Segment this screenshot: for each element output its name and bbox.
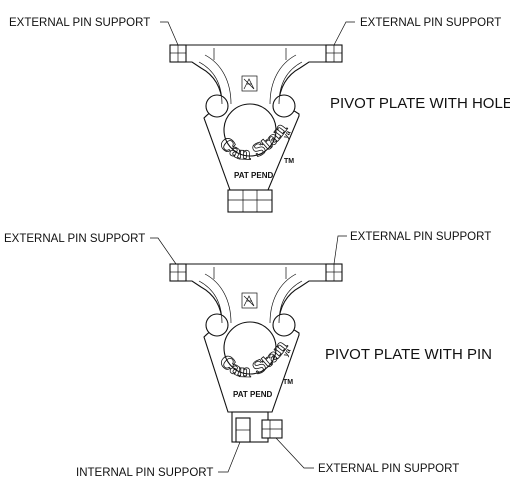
bottom-internal-callout-label: INTERNAL PIN SUPPORT [76, 467, 213, 479]
top-bottom-tab [227, 189, 273, 213]
bottom-left-lobe [205, 313, 229, 337]
top-left-lobe [205, 94, 229, 118]
bottom-left-leader-line [150, 237, 177, 265]
bottom-right-leader-line [333, 235, 347, 265]
top-right-callout-label: EXTERNAL PIN SUPPORT [360, 17, 501, 29]
top-trademark: TM [284, 158, 294, 165]
top-left-callout-label: EXTERNAL PIN SUPPORT [9, 17, 150, 29]
top-right-leader-line [333, 21, 355, 46]
bottom-logo-mark-icon [241, 292, 258, 309]
top-left-leader-line [160, 21, 179, 46]
bottom-external-lower-callout-label: EXTERNAL PIN SUPPORT [318, 463, 459, 475]
top-logo-mark-icon [241, 75, 258, 92]
top-center-hole [223, 103, 277, 157]
bottom-brand-suffix: ya [283, 348, 293, 358]
bottom-left-callout-label: EXTERNAL PIN SUPPORT [4, 233, 145, 245]
top-patent-text: PAT PEND [234, 171, 273, 180]
bottom-center-hole [223, 321, 277, 375]
bottom-trademark: TM [283, 379, 293, 386]
bottom-right-lobe [272, 313, 296, 337]
bottom-right-callout-label: EXTERNAL PIN SUPPORT [350, 231, 491, 243]
bottom-title: PIVOT PLATE WITH PIN [325, 346, 492, 363]
top-pivot-plate: Can Stand ya TM PAT PEND [0, 0, 343, 213]
top-right-lobe [272, 94, 296, 118]
bottom-external-lower-leader-line [275, 437, 314, 469]
bottom-internal-leader-line [218, 441, 241, 473]
top-title: PIVOT PLATE WITH HOLE [330, 95, 510, 112]
top-brand-suffix: ya [283, 130, 293, 140]
bottom-patent-text: PAT PEND [233, 390, 272, 399]
